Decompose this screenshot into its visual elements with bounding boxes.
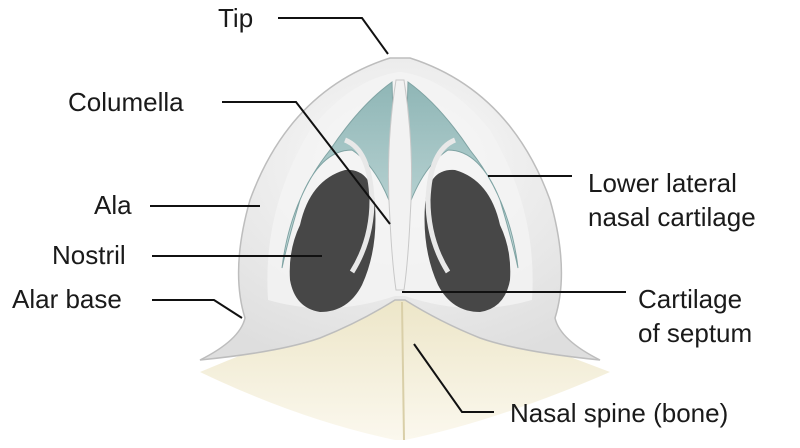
nostril-rim-right bbox=[425, 137, 457, 274]
nostril-left bbox=[289, 169, 376, 312]
leader-columella bbox=[222, 101, 391, 225]
label-lower-lateral-line2: nasal cartilage bbox=[588, 202, 756, 232]
lower-lateral-cartilage-left bbox=[281, 81, 397, 269]
label-nasal-spine: Nasal spine (bone) bbox=[510, 398, 729, 428]
label-columella: Columella bbox=[68, 87, 184, 117]
leader-tip bbox=[278, 17, 389, 55]
leader-nasal-spine bbox=[413, 343, 494, 413]
label-tip: Tip bbox=[218, 3, 254, 33]
leader-alar-base bbox=[152, 299, 243, 319]
nostril-right bbox=[424, 169, 511, 312]
label-alar-base: Alar base bbox=[12, 284, 122, 314]
label-septum-line2: of septum bbox=[638, 318, 753, 348]
label-septum-line1: Cartilage bbox=[638, 284, 743, 314]
lower-lateral-cartilage-right bbox=[403, 81, 519, 269]
label-lower-lateral-line1: Lower lateral bbox=[588, 168, 737, 198]
nasal-spine-crease bbox=[401, 301, 405, 441]
label-ala: Ala bbox=[94, 190, 132, 220]
label-nostril: Nostril bbox=[52, 240, 126, 270]
columella-shape bbox=[387, 79, 413, 291]
